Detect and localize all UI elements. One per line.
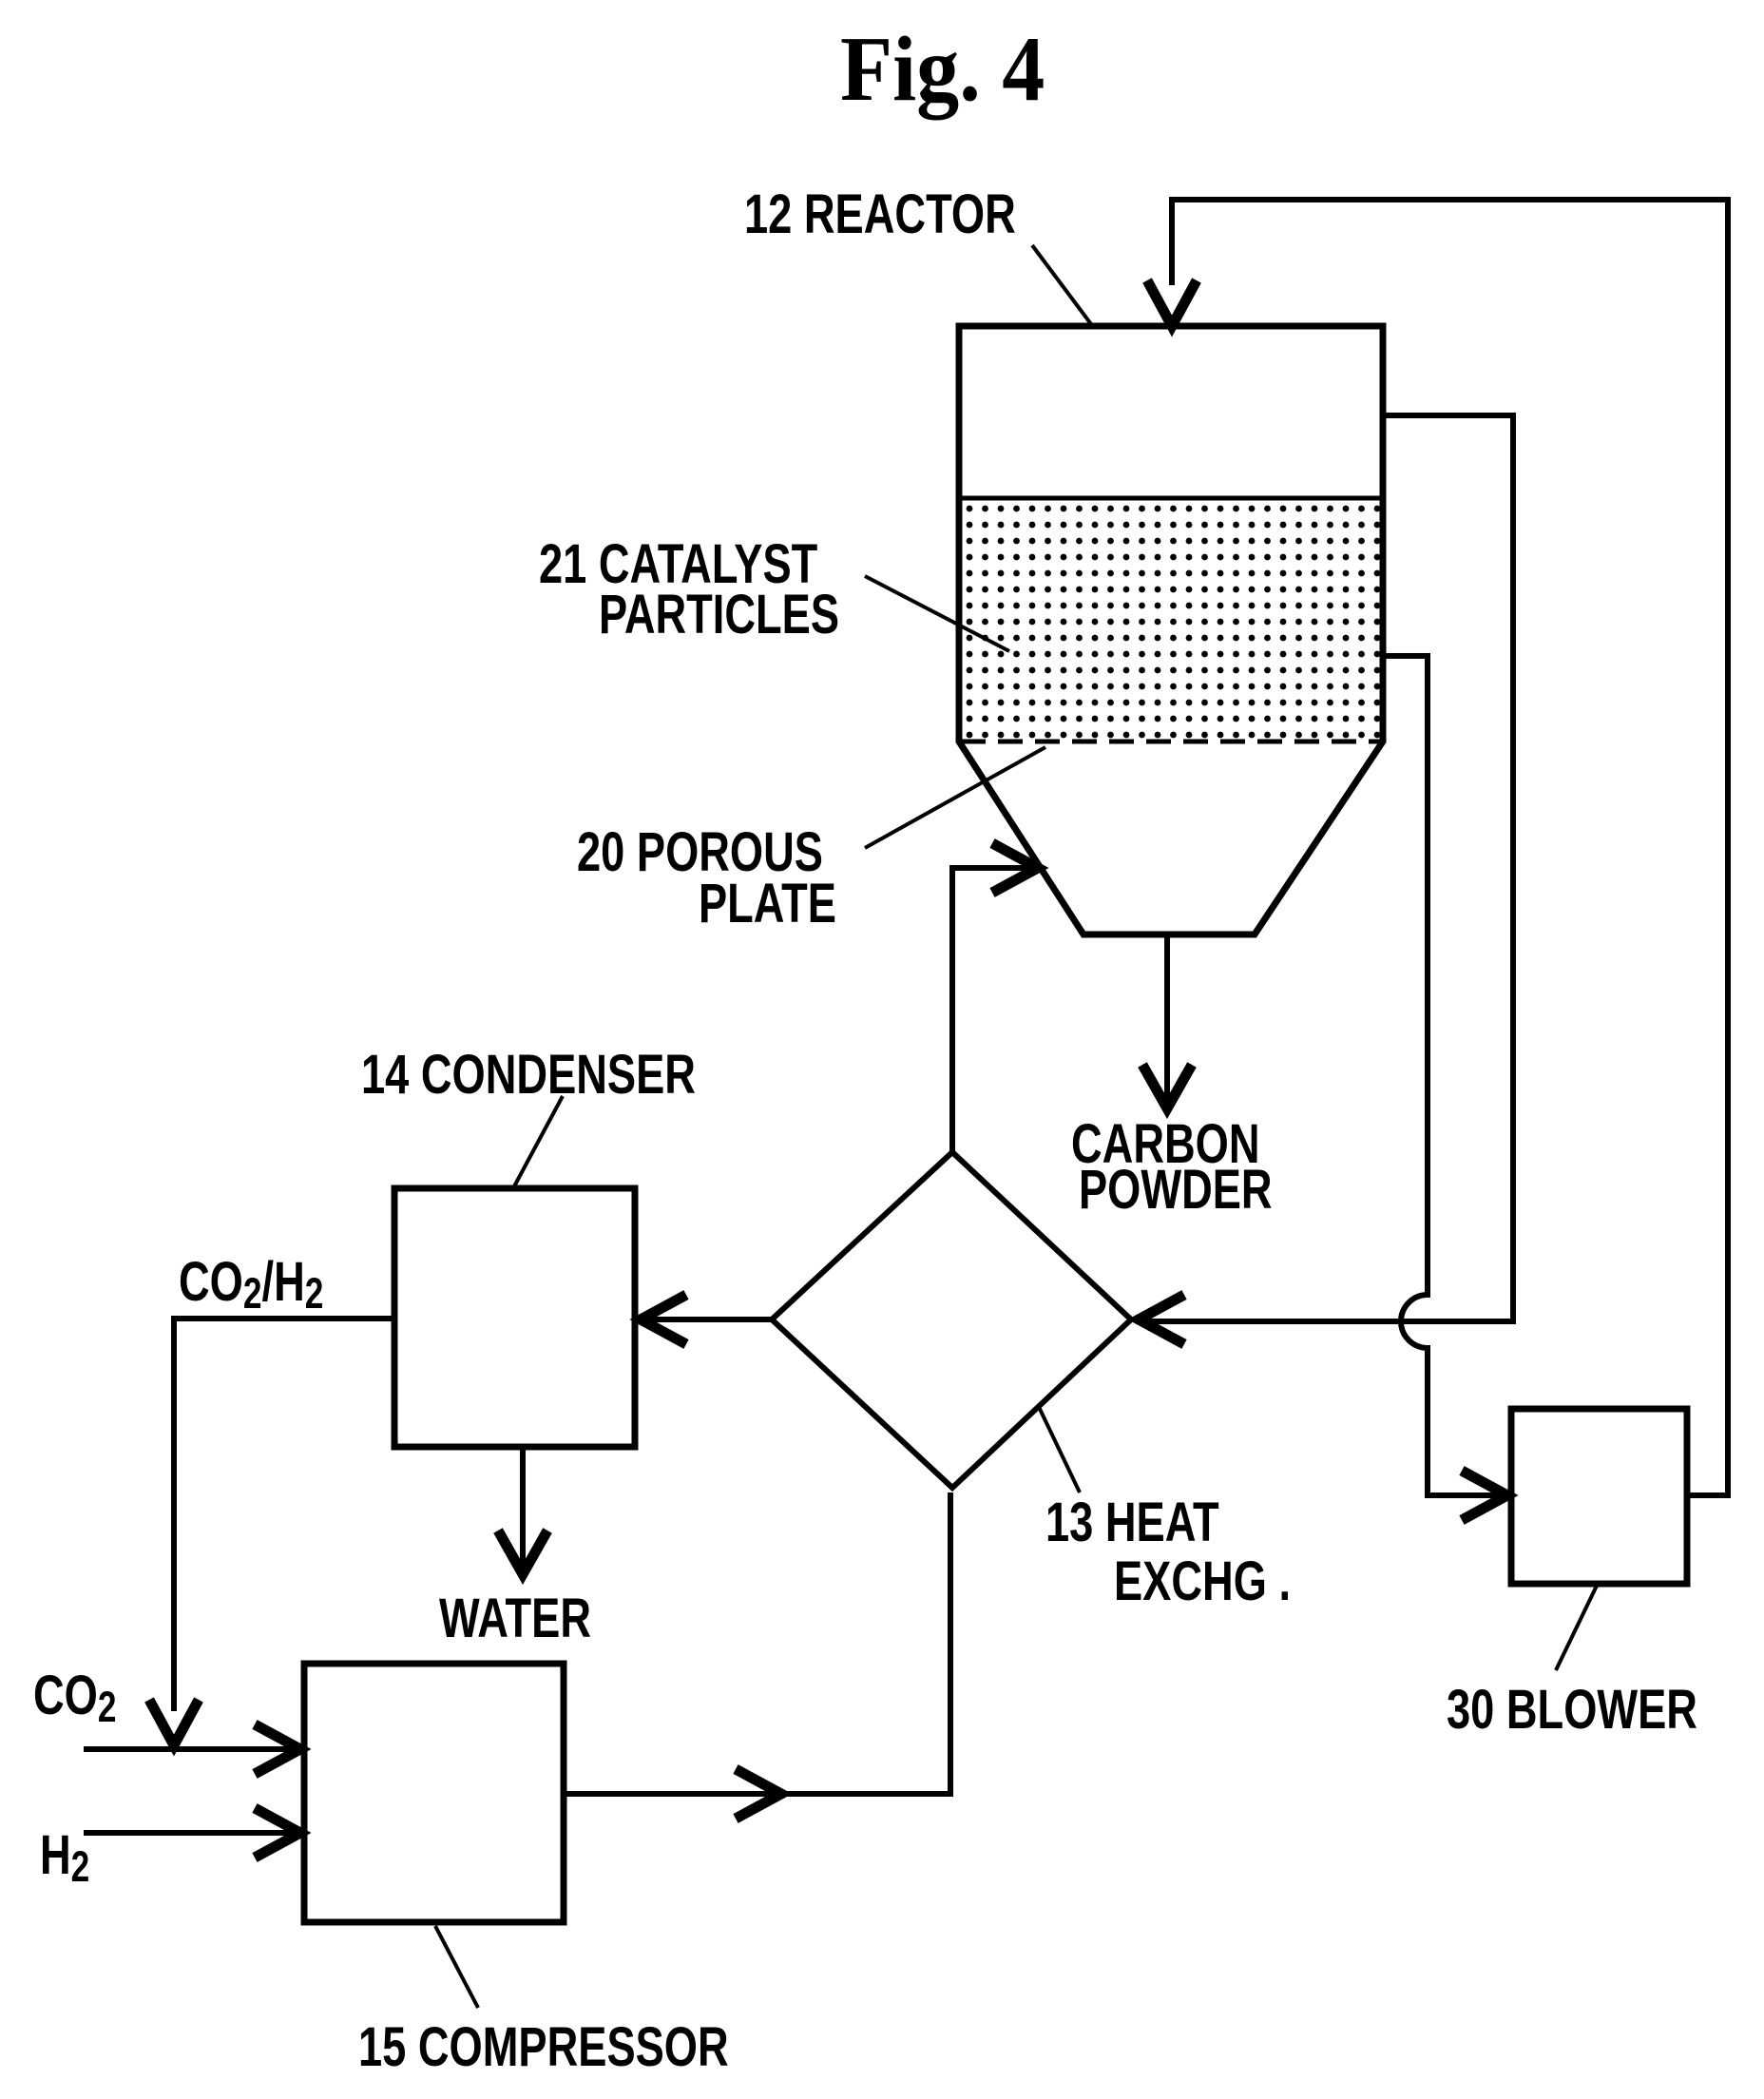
- leader-heat-exchanger-label: [1037, 1406, 1082, 1493]
- catalyst-bed-dots: [962, 501, 1380, 739]
- reactor-offgas-to-heat-exchanger-line: [1146, 413, 1516, 1324]
- leader-compressor-label: [433, 1925, 480, 2009]
- leader-blower-label: [1554, 1585, 1599, 1671]
- condenser-box: [391, 1184, 639, 1451]
- heat-exchanger-label-line1: 13 HEAT: [1045, 1492, 1219, 1553]
- leader-condenser-label: [512, 1095, 565, 1187]
- catalyst-label-line1: 21 CATALYST: [539, 533, 818, 595]
- leader-catalyst-label: [864, 574, 1010, 653]
- arrow-carbon-powder-out: [1138, 1062, 1197, 1120]
- co2-h2-recycle-label: CO2/H2: [179, 1251, 324, 1319]
- heat-exchanger-diamond: [767, 1147, 1136, 1492]
- arrow-into-blower: [1459, 1466, 1519, 1525]
- water-label: WATER: [439, 1588, 591, 1649]
- blower-label: 30 BLOWER: [1447, 1679, 1697, 1741]
- porous-plate-label-line1: 20 POROUS: [577, 821, 823, 883]
- compressor-outlet-line: [564, 1492, 953, 1797]
- catalyst-label-line2: PARTICLES: [599, 584, 840, 645]
- compressor-box: [300, 1660, 567, 1926]
- reactor-vessel: [955, 322, 1387, 938]
- arrow-feed-into-reactor-hopper: [989, 838, 1049, 897]
- arrow-into-condenser: [629, 1290, 689, 1349]
- leader-porous-plate-label: [864, 745, 1046, 850]
- compressor-label: 15 COMPRESSOR: [358, 2016, 729, 2078]
- arrow-into-heat-exchanger: [1127, 1290, 1187, 1349]
- figure-title: Fig. 4: [840, 18, 1045, 121]
- arrow-recycle-into-co2-line: [144, 1697, 203, 1757]
- heat-exchanger-to-reactor-feed-line: [949, 865, 1028, 1152]
- h2-feed-label: H2: [40, 1824, 90, 1892]
- reactor-label: 12 REACTOR: [744, 183, 1016, 245]
- carbon-powder-label-line2: POWDER: [1079, 1159, 1273, 1221]
- co2-h2-recycle-line: [171, 1316, 394, 1711]
- arrow-into-reactor-top: [1142, 278, 1201, 337]
- blower-box: [1507, 1405, 1691, 1588]
- carbon-powder-label-line1: CARBON: [1071, 1113, 1260, 1175]
- arrow-water-out: [493, 1528, 552, 1586]
- arrow-co2-into-compressor: [252, 1720, 312, 1779]
- heat-exchanger-label-line2: EXCHG .: [1114, 1550, 1292, 1612]
- porous-plate-label-line2: PLATE: [699, 873, 836, 934]
- arrow-compressor-outlet: [733, 1764, 793, 1823]
- reactor-to-blower-line-with-hop: [1383, 653, 1500, 1498]
- leader-reactor-label: [1030, 243, 1093, 326]
- co2-feed-label: CO2: [33, 1665, 117, 1732]
- arrow-h2-into-compressor: [252, 1803, 312, 1862]
- condenser-label: 14 CONDENSER: [361, 1044, 696, 1106]
- recycle-line-blower-to-reactor-top: [1169, 197, 1731, 1498]
